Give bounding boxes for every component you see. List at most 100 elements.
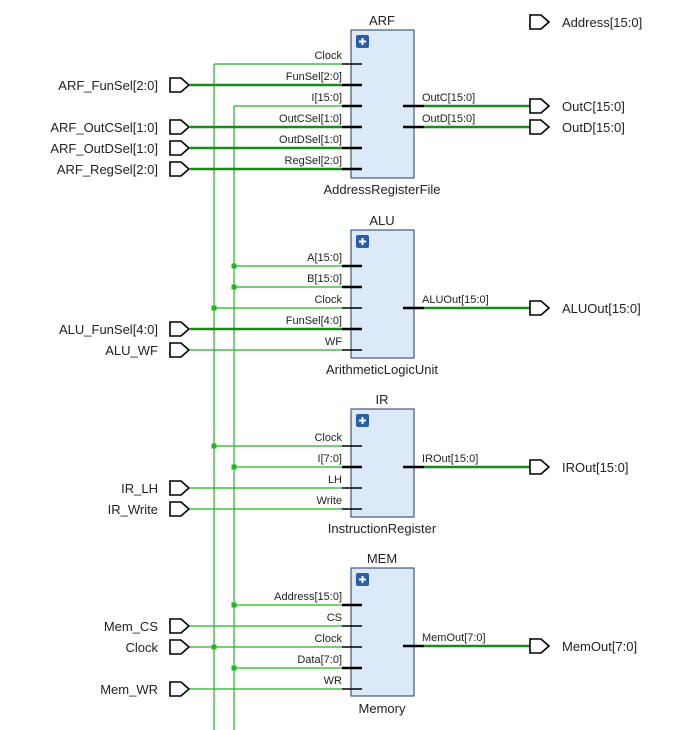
svg-text:ARF_RegSel[2:0]: ARF_RegSel[2:0] (57, 162, 158, 177)
input-port-arf-outdsel[interactable]: ARF_OutDSel[1:0] (50, 140, 191, 156)
input-port-mem-cs[interactable]: Mem_CS (104, 618, 191, 634)
svg-text:IROut[15:0]: IROut[15:0] (562, 460, 628, 475)
alu-pin-a: A[15:0] (307, 252, 342, 264)
mem-name: Memory (359, 701, 406, 716)
alu-name: ArithmeticLogicUnit (326, 362, 438, 377)
ir-block[interactable]: IR InstructionRegister Clock I[7:0] LH W… (314, 392, 478, 536)
arf-title: ARF (369, 13, 395, 28)
mem-pin-memout: MemOut[7:0] (422, 632, 486, 644)
svg-text:IR_Write: IR_Write (108, 502, 158, 517)
ir-title: IR (376, 392, 389, 407)
arf-pin-outdsel: OutDSel[1:0] (279, 134, 342, 146)
input-port-ir-write[interactable]: IR_Write (108, 501, 191, 517)
arf-pin-i: I[15:0] (311, 92, 342, 104)
svg-text:ALU_WF: ALU_WF (105, 343, 158, 358)
alu-block[interactable]: ALU ArithmeticLogicUnit A[15:0] B[15:0] … (286, 213, 489, 377)
port-arrow-icon (169, 77, 191, 93)
output-port-outc[interactable]: OutC[15:0] (529, 98, 625, 114)
port-arrow-icon (169, 342, 191, 358)
port-arrow-icon (169, 480, 191, 496)
port-arrow-icon (529, 459, 551, 475)
mem-title: MEM (367, 551, 397, 566)
svg-text:Mem_CS: Mem_CS (104, 619, 159, 634)
svg-text:OutD[15:0]: OutD[15:0] (562, 120, 625, 135)
arf-pin-funsel: FunSel[2:0] (286, 71, 342, 83)
ir-pin-clock: Clock (314, 432, 342, 444)
arf-block[interactable]: ARF AddressRegisterFile Clock FunSel[2:0… (279, 13, 475, 197)
alu-pin-wf: WF (325, 336, 342, 348)
mem-pin-address: Address[15:0] (274, 591, 342, 603)
junction-dot (231, 284, 237, 290)
output-port-irout[interactable]: IROut[15:0] (529, 459, 628, 475)
svg-text:ALU_FunSel[4:0]: ALU_FunSel[4:0] (59, 322, 158, 337)
svg-text:Mem_WR: Mem_WR (100, 682, 158, 697)
port-arrow-icon (169, 681, 191, 697)
arf-name: AddressRegisterFile (323, 182, 440, 197)
port-arrow-icon (169, 161, 191, 177)
input-port-arf-regsel[interactable]: ARF_RegSel[2:0] (57, 161, 191, 177)
svg-text:MemOut[7:0]: MemOut[7:0] (562, 639, 637, 654)
arf-pin-outcsel: OutCSel[1:0] (279, 113, 342, 125)
mem-pin-cs: CS (327, 612, 342, 624)
input-port-arf-outcsel[interactable]: ARF_OutCSel[1:0] (50, 119, 191, 135)
output-port-outd[interactable]: OutD[15:0] (529, 119, 625, 135)
port-arrow-icon (169, 501, 191, 517)
svg-text:ARF_OutCSel[1:0]: ARF_OutCSel[1:0] (50, 120, 158, 135)
svg-text:Address[15:0]: Address[15:0] (562, 15, 642, 30)
alu-pin-clock: Clock (314, 294, 342, 306)
output-port-address[interactable]: Address[15:0] (529, 14, 642, 30)
input-port-arf-funsel[interactable]: ARF_FunSel[2:0] (58, 77, 191, 93)
port-arrow-icon (529, 119, 551, 135)
ir-pin-irout: IROut[15:0] (422, 453, 478, 465)
junction-dot (231, 602, 237, 608)
port-arrow-icon (169, 321, 191, 337)
mem-pin-wr: WR (324, 675, 342, 687)
port-arrow-icon (169, 140, 191, 156)
alu-title: ALU (369, 213, 394, 228)
svg-text:OutC[15:0]: OutC[15:0] (562, 99, 625, 114)
arf-pin-outc: OutC[15:0] (422, 92, 475, 104)
mem-block[interactable]: MEM Memory Address[15:0] CS Clock Data[7… (274, 551, 485, 716)
input-port-ir-lh[interactable]: IR_LH (121, 480, 191, 496)
svg-text:ALUOut[15:0]: ALUOut[15:0] (562, 301, 641, 316)
svg-text:ARF_OutDSel[1:0]: ARF_OutDSel[1:0] (50, 141, 158, 156)
arf-pin-outd: OutD[15:0] (422, 113, 475, 125)
junction-dot (211, 443, 217, 449)
junction-dot (211, 305, 217, 311)
junction-dot (231, 263, 237, 269)
output-port-aluout[interactable]: ALUOut[15:0] (529, 300, 641, 316)
alu-pin-funsel: FunSel[4:0] (286, 315, 342, 327)
ir-pin-write: Write (317, 495, 342, 507)
port-arrow-icon (169, 119, 191, 135)
ir-name: InstructionRegister (328, 521, 437, 536)
mem-pin-clock: Clock (314, 633, 342, 645)
junction-dot (231, 665, 237, 671)
ir-pin-lh: LH (328, 474, 342, 486)
mem-box[interactable] (350, 567, 415, 697)
svg-text:IR_LH: IR_LH (121, 481, 158, 496)
input-port-mem-wr[interactable]: Mem_WR (100, 681, 191, 697)
alu-box[interactable] (350, 229, 415, 359)
input-port-clock[interactable]: Clock (125, 639, 191, 655)
port-arrow-icon (529, 14, 551, 30)
alu-pin-b: B[15:0] (307, 273, 342, 285)
port-arrow-icon (169, 618, 191, 634)
port-arrow-icon (529, 98, 551, 114)
port-arrow-icon (529, 300, 551, 316)
ir-pin-i: I[7:0] (318, 453, 342, 465)
port-arrow-icon (529, 638, 551, 654)
arf-box[interactable] (350, 29, 415, 179)
alu-pin-aluout: ALUOut[15:0] (422, 294, 489, 306)
arf-pin-clock: Clock (314, 50, 342, 62)
svg-text:Clock: Clock (125, 640, 158, 655)
input-port-alu-wf[interactable]: ALU_WF (105, 342, 191, 358)
input-port-alu-funsel[interactable]: ALU_FunSel[4:0] (59, 321, 191, 337)
junction-dot (211, 644, 217, 650)
port-arrow-icon (169, 639, 191, 655)
arf-pin-regsel: RegSel[2:0] (285, 155, 342, 167)
junction-dot (231, 464, 237, 470)
mem-pin-data: Data[7:0] (297, 654, 342, 666)
output-port-memout[interactable]: MemOut[7:0] (529, 638, 637, 654)
svg-text:ARF_FunSel[2:0]: ARF_FunSel[2:0] (58, 78, 158, 93)
